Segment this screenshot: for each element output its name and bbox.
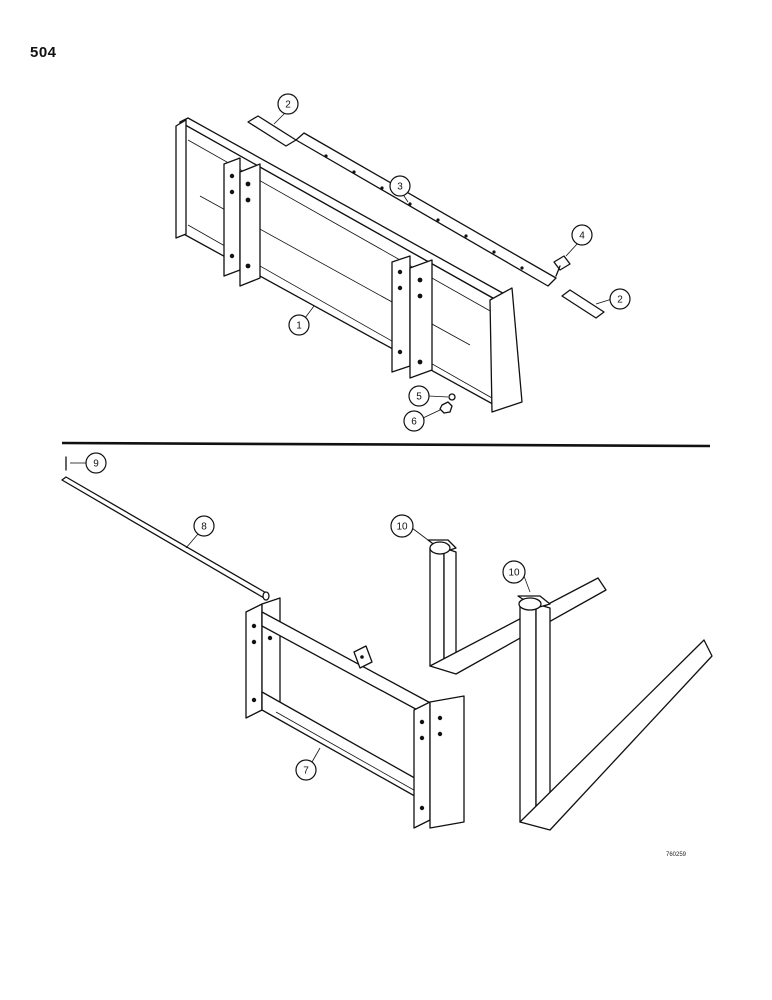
callout-1: 1	[296, 321, 302, 332]
section-divider	[61, 441, 711, 448]
callout-8: 8	[201, 522, 207, 533]
fork-tine-right	[517, 595, 713, 831]
end-bit-left	[247, 115, 297, 147]
cutting-edge	[295, 132, 557, 287]
fork-shaft	[61, 476, 270, 601]
callout-3: 3	[397, 182, 403, 193]
callout-6: 6	[411, 417, 417, 428]
fork-carriage-frame	[245, 597, 465, 829]
lock-washer	[448, 393, 456, 401]
plow-bolt	[553, 255, 571, 277]
callout-5: 5	[416, 392, 422, 403]
callout-9: 9	[93, 459, 99, 470]
end-bit-right	[561, 289, 605, 319]
callout-2-right: 2	[617, 295, 623, 306]
page-number: 504	[30, 44, 57, 61]
fork-tine-left	[427, 539, 607, 675]
hex-nut	[439, 401, 453, 414]
figure-code: 760259	[666, 852, 687, 858]
callout-4: 4	[579, 231, 585, 242]
bucket-assembly	[175, 117, 523, 413]
callout-10-right: 10	[508, 568, 520, 579]
callout-2-left: 2	[285, 100, 291, 111]
callout-10-left: 10	[396, 522, 408, 533]
callout-7: 7	[303, 766, 309, 777]
